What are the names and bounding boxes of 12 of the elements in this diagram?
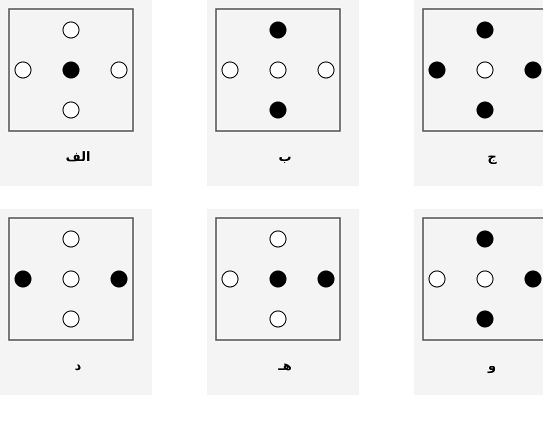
option-label: و (488, 359, 496, 374)
option-card (414, 0, 543, 186)
option-label: هـ (278, 359, 292, 374)
option-card (207, 209, 359, 395)
option-card (207, 0, 359, 186)
option-label: د (74, 359, 82, 374)
option-label: الف (66, 150, 90, 165)
option-card (0, 209, 152, 395)
option-label: ب (278, 150, 292, 165)
option-label: ج (487, 150, 497, 165)
option-card (414, 209, 543, 395)
option-card (0, 0, 152, 186)
